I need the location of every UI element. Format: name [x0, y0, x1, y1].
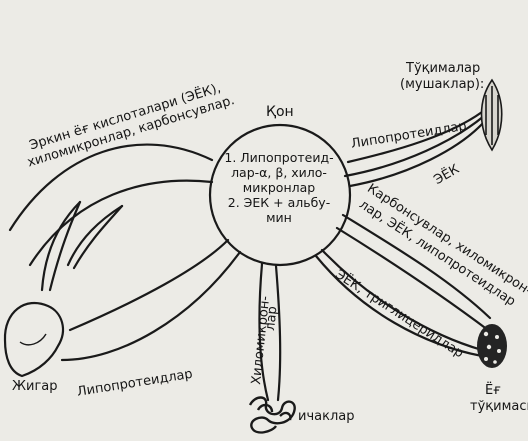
muscle-title-2: (мушаклар): — [400, 78, 484, 92]
intestine-title: ичаклар — [298, 410, 354, 424]
arrow-blood-from-left-2 — [30, 181, 212, 265]
blood-content-line: 1. Липопротеид- — [220, 150, 338, 165]
blood-content-line: лар-α, β, хило- — [220, 165, 338, 180]
arrow-liver-to-blood — [70, 240, 228, 330]
fat-title-1: Ёғ — [485, 384, 501, 398]
muscle-icon — [482, 80, 502, 150]
blood-content-line: микронлар — [220, 180, 338, 195]
liver-title: Жигар — [12, 380, 58, 394]
intestine-icon — [250, 398, 295, 433]
blood-content-line: 2. ЭЕК + альбу- — [220, 195, 338, 210]
liver-icon — [5, 303, 63, 376]
label-intestine-line2: лар — [264, 306, 280, 332]
arrow-liver-lipoproteins — [62, 252, 240, 360]
fat-title-2: тўқимаси — [470, 400, 528, 414]
muscle-title-1: Тўқималар — [406, 62, 480, 76]
blood-contents: 1. Липопротеид- лар-α, β, хило- микронла… — [220, 150, 338, 225]
blood-content-line: мин — [220, 210, 338, 225]
blood-title: Қон — [266, 105, 294, 119]
fat-tissue-icon — [477, 324, 507, 368]
